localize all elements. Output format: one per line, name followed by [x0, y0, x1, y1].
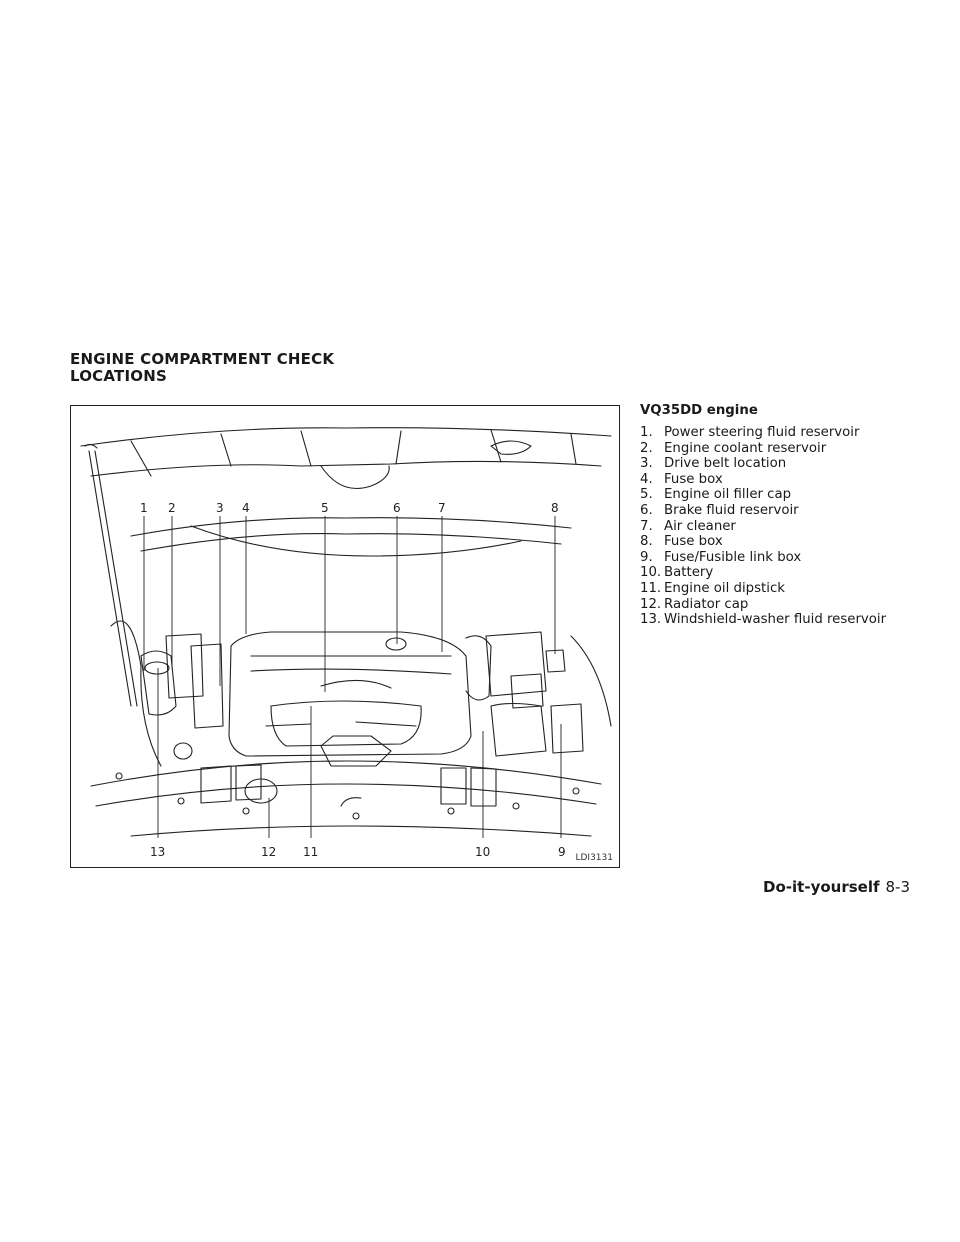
section-title: ENGINE COMPARTMENT CHECK LOCATIONS — [70, 351, 334, 385]
item-number: 6. — [640, 502, 653, 518]
section-title-line-2: LOCATIONS — [70, 367, 167, 385]
engine-line-drawing: 1 2 3 4 5 6 7 8 13 12 11 10 9 — [80, 427, 612, 859]
list-item: 13.Windshield-washer fluid reservoir — [640, 612, 940, 628]
callout-9: 9 — [558, 845, 566, 859]
item-number: 9. — [640, 549, 653, 565]
footer-section: Do-it-yourself — [763, 878, 880, 896]
list-item: 8. Fuse box — [640, 534, 940, 550]
list-item: 5. Engine oil filler cap — [640, 487, 940, 503]
component-legend: VQ35DD engine 1. Power steering fluid res… — [640, 403, 940, 628]
list-item: 10.Battery — [640, 565, 940, 581]
item-label: Fuse/Fusible link box — [664, 549, 802, 565]
item-number: 8. — [640, 534, 653, 550]
item-label: Engine coolant reservoir — [664, 440, 827, 456]
item-label: Battery — [664, 565, 714, 581]
list-item: 7. Air cleaner — [640, 519, 940, 535]
item-label: Air cleaner — [664, 518, 736, 534]
item-label: Brake fluid reservoir — [664, 502, 799, 518]
item-label: Engine oil dipstick — [664, 580, 785, 596]
list-item: 3. Drive belt location — [640, 456, 940, 472]
item-number: 2. — [640, 440, 653, 456]
item-label: Drive belt location — [664, 456, 787, 472]
callout-2: 2 — [168, 501, 176, 515]
engine-compartment-illustration: 1 2 3 4 5 6 7 8 13 12 11 10 9 LDI3131 — [70, 405, 620, 868]
item-label: Windshield-washer fluid reservoir — [664, 612, 887, 628]
list-item: 4. Fuse box — [640, 472, 940, 488]
list-item: 12.Radiator cap — [640, 597, 940, 613]
list-item: 6. Brake fluid reservoir — [640, 503, 940, 519]
figure-id: LDI3131 — [575, 853, 613, 863]
callout-1: 1 — [140, 501, 148, 515]
callout-8: 8 — [551, 501, 559, 515]
item-number: 12. — [640, 596, 662, 612]
callout-4: 4 — [242, 501, 250, 515]
callout-11: 11 — [303, 845, 318, 859]
list-item: 9. Fuse/Fusible link box — [640, 550, 940, 566]
item-number: 7. — [640, 518, 653, 534]
item-label: Fuse box — [664, 534, 723, 550]
item-number: 11. — [640, 580, 662, 596]
page-footer: Do-it-yourself 8-3 — [763, 878, 910, 896]
item-number: 4. — [640, 471, 653, 487]
list-item: 11.Engine oil dipstick — [640, 581, 940, 597]
item-number: 5. — [640, 487, 653, 503]
section-title-line-1: ENGINE COMPARTMENT CHECK — [70, 350, 335, 368]
item-number: 3. — [640, 456, 653, 472]
page-number: 8-3 — [885, 878, 911, 896]
callout-5: 5 — [321, 501, 329, 515]
list-item: 1. Power steering fluid reservoir — [640, 425, 940, 441]
callout-3: 3 — [216, 501, 224, 515]
callout-10: 10 — [475, 845, 490, 859]
callout-7: 7 — [438, 501, 446, 515]
item-label: Power steering fluid reservoir — [664, 425, 860, 440]
item-label: Engine oil filler cap — [664, 487, 792, 503]
list-item: 2. Engine coolant reservoir — [640, 441, 940, 457]
item-label: Fuse box — [664, 471, 723, 487]
callout-6: 6 — [393, 501, 401, 515]
item-number: 13. — [640, 612, 662, 628]
legend-list: 1. Power steering fluid reservoir 2. Engin… — [640, 425, 940, 628]
legend-title: VQ35DD engine — [640, 403, 758, 418]
callout-13: 13 — [150, 845, 165, 859]
item-number: 10. — [640, 565, 662, 581]
item-label: Radiator cap — [664, 596, 749, 612]
item-number: 1. — [640, 425, 653, 440]
callout-12: 12 — [261, 845, 276, 859]
